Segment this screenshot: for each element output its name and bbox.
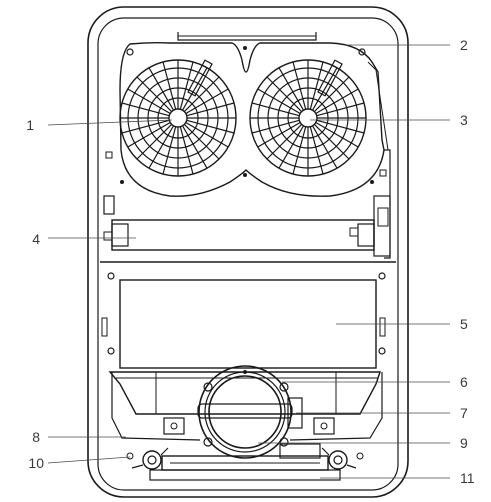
fan-right-spoke [266, 123, 303, 160]
base-bracket [111, 372, 383, 441]
fan-left-spoke [185, 121, 229, 148]
fan-right-spoke [251, 102, 300, 117]
panel-screws [101, 272, 386, 355]
base-plate [149, 443, 341, 481]
fan-right-spoke [313, 76, 350, 113]
roller-assembly [103, 195, 391, 257]
fan-right-spoke [251, 119, 300, 134]
callout-6: 6 [460, 374, 468, 390]
fan-left-spoke [185, 88, 229, 115]
callout-7: 7 [460, 405, 468, 421]
left-bracket-tab [163, 417, 185, 435]
fan-left-spoke [148, 67, 175, 111]
fan-right-spoke [313, 123, 350, 160]
outer-housing [87, 6, 409, 498]
fan-left-spoke [186, 102, 235, 117]
leader-line-10 [47, 456, 131, 464]
fan-right-spoke [257, 121, 301, 148]
leader-lines [47, 44, 450, 479]
fan-left-spoke [121, 102, 170, 117]
callout-11: 11 [460, 470, 475, 486]
callout-10: 10 [28, 455, 44, 471]
fan-right-spoke [315, 121, 359, 148]
fan-right-spoke [315, 88, 359, 115]
fan-left-grille-spokes [120, 60, 236, 176]
fan-right-spoke [316, 119, 365, 134]
fan-right-grille-spokes [250, 60, 366, 176]
fan-left-spoke [186, 119, 235, 134]
inner-housing [97, 17, 399, 491]
fan-left-spoke [181, 125, 208, 169]
foot-clip-right [321, 447, 364, 470]
fan-left-spoke [179, 61, 194, 110]
fan-right-spoke [316, 102, 365, 117]
callout-5: 5 [460, 316, 468, 332]
fan-left-spoke [183, 76, 220, 113]
fan-right-spoke [292, 126, 307, 175]
fan-right-spoke [309, 126, 324, 175]
callout-2: 2 [460, 37, 468, 53]
fan-right-spoke [311, 125, 338, 169]
callout-4: 4 [32, 231, 40, 247]
lower-tray [108, 371, 381, 415]
fan-housing-screws [105, 46, 387, 184]
fan-right-spoke [278, 125, 305, 169]
fan-right-spoke [278, 67, 305, 111]
fan-right-spoke [257, 88, 301, 115]
fan-right-spoke [292, 61, 307, 110]
fan-left-spoke [121, 119, 170, 134]
fan-left-spoke [162, 126, 177, 175]
fan-left-spoke [162, 61, 177, 110]
fan-housing [119, 41, 385, 197]
right-side-rail [384, 149, 391, 259]
fan-left-spoke [148, 125, 175, 169]
callout-3: 3 [460, 112, 468, 128]
fan-right-spoke [309, 61, 324, 110]
fan-left-spoke [181, 67, 208, 111]
callout-1: 1 [26, 117, 34, 133]
right-bracket-tab [313, 417, 335, 435]
callout-8: 8 [32, 429, 40, 445]
leader-line-1 [47, 119, 173, 126]
fan-left-blade-tab [187, 59, 213, 97]
fan-left-spoke [127, 88, 171, 115]
fan-left-spoke [179, 126, 194, 175]
foot-clip-left [126, 447, 169, 470]
fan-right-spoke [266, 76, 303, 113]
fan-left [119, 59, 237, 177]
fan-left-spoke [136, 123, 173, 160]
fan-left-spoke [127, 121, 171, 148]
fan-right [249, 59, 367, 177]
callout-9: 9 [460, 435, 468, 451]
callout-labels: 1 2 3 4 5 6 7 8 9 10 11 [26, 37, 475, 486]
fan-right-spoke [311, 67, 338, 111]
fan-right-blade-tab [317, 59, 343, 97]
fan-left-spoke [183, 123, 220, 160]
fan-left-spoke [136, 76, 173, 113]
